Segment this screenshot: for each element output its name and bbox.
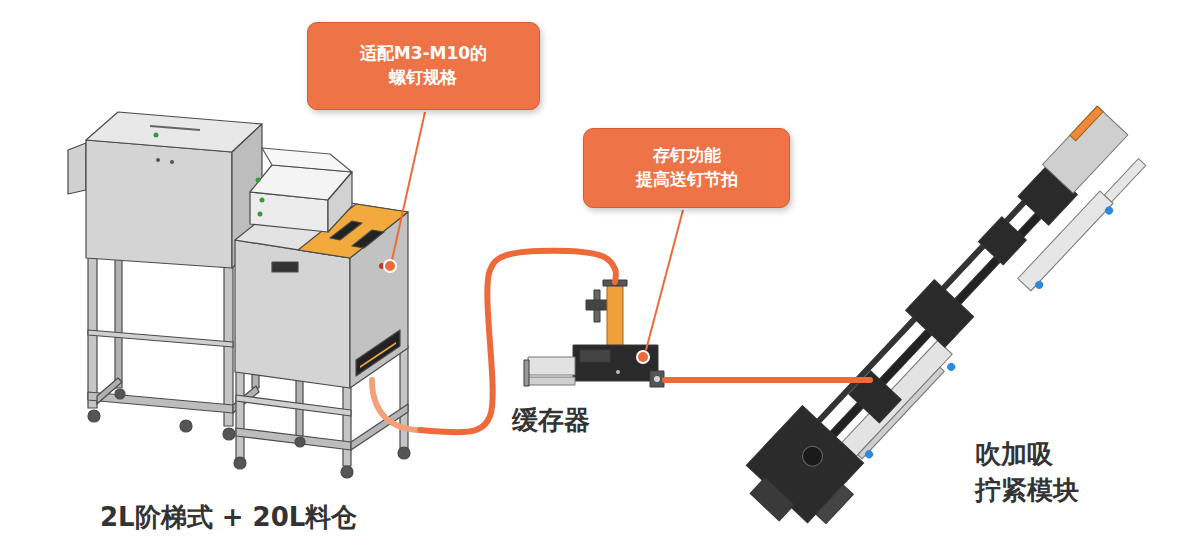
feed-tube (665, 377, 870, 383)
equipment-label: 缓存器 (512, 403, 590, 439)
tightening-module: 吹加吸 拧紧模块 (870, 112, 1150, 520)
callout-text: 存钉功能 提高送钉节拍 (636, 144, 738, 192)
callout-text: 适配M3-M10的 螺钉规格 (360, 42, 487, 90)
feeder-unit: 2L阶梯式 + 20L料仓 (60, 95, 420, 478)
feeder-illustration (68, 112, 410, 478)
callout-box: 存钉功能 提高送钉节拍 (583, 128, 790, 208)
callout-box: 适配M3-M10的 螺钉规格 (307, 22, 540, 110)
tube-stub (372, 380, 421, 430)
feed-tube (420, 251, 616, 432)
equipment-label: 2L阶梯式 + 20L料仓 (100, 500, 357, 536)
equipment-label: 吹加吸 拧紧模块 (975, 437, 1079, 509)
module-illustration (734, 99, 1161, 545)
buffer-unit: 缓存器 (525, 282, 665, 395)
buffer-illustration (524, 280, 664, 387)
